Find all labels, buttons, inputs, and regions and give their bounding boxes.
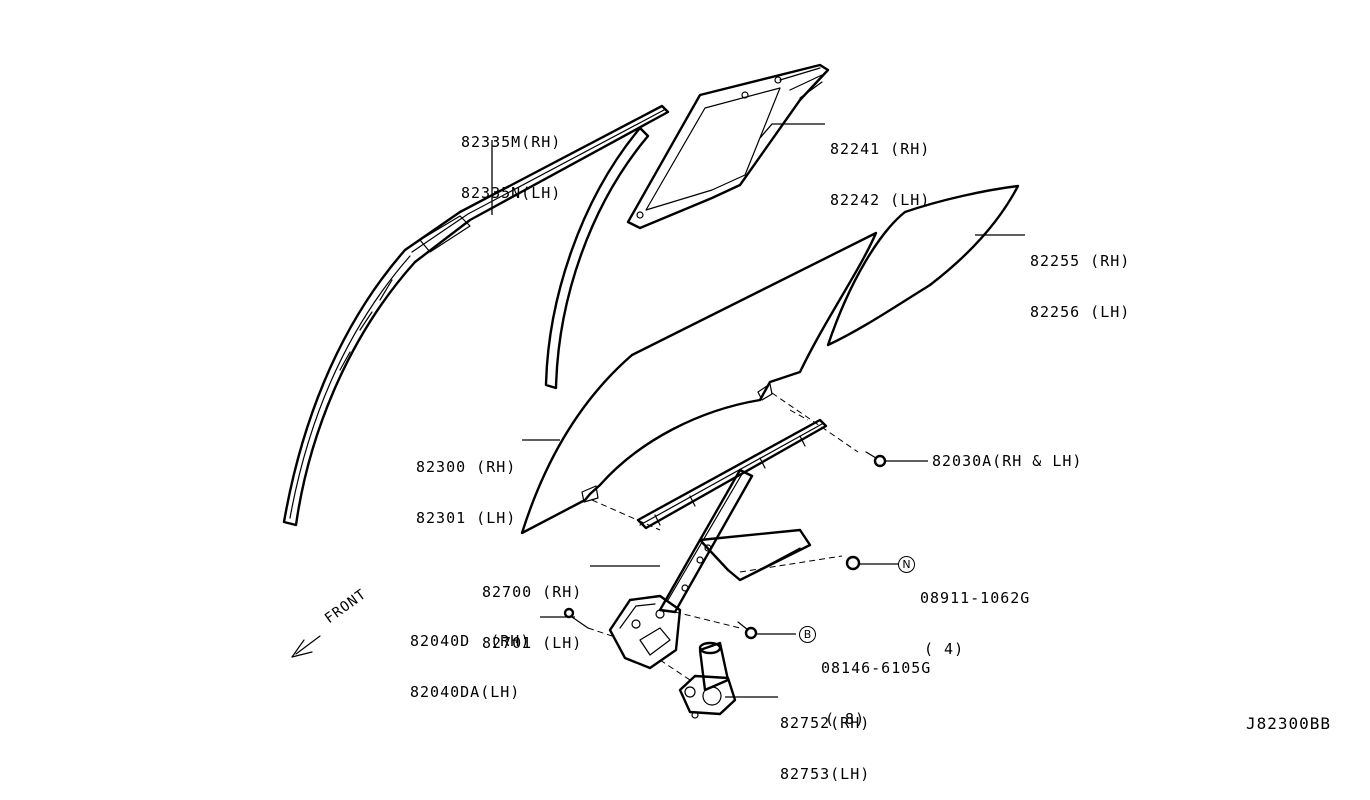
bolt-08146-part (737, 621, 758, 640)
nut-08911-part (845, 555, 861, 571)
part-number-lh: 82753(LH) (780, 765, 871, 783)
part-number-rh: 82752(RH) (780, 714, 871, 732)
part-number-lh: 82335N(LH) (461, 184, 562, 202)
bolt-82030a-part (865, 451, 887, 468)
part-number-rh: 82700 (RH) (482, 583, 583, 601)
label-regulator-base: 82040D (RH) 82040DA(LH) (410, 599, 530, 718)
diagram-drawing (282, 63, 1025, 719)
part-number-lh: 82701 (LH) (482, 634, 583, 652)
part-number-rh: 82241 (RH) (830, 140, 931, 158)
part-number-rh: 82335M(RH) (461, 133, 562, 151)
label-rear-quarter-glass: 82255 (RH) 82256 (LH) (1030, 219, 1130, 338)
bolt-marker-icon: B (799, 626, 816, 643)
sash-weatherstrip-part (282, 104, 670, 527)
label-corner-sash: 82241 (RH) 82242 (LH) (830, 107, 930, 226)
label-sash-weatherstrip: 82335M(RH) 82335N(LH) (461, 100, 561, 219)
label-regulator: 82700 (RH) 82701 (LH) (482, 550, 582, 669)
part-number-lh: 82301 (LH) (416, 509, 517, 527)
part-number-rh: 82300 (RH) (416, 458, 517, 476)
quantity: ( 8) (825, 710, 866, 728)
label-motor: 82752(RH) 82753(LH) (780, 681, 870, 800)
parts-diagram: 82335M(RH) 82335N(LH) 82241 (RH) 82242 (… (282, 63, 1332, 783)
quantity: ( 4) (924, 640, 965, 658)
window-regulator-part (636, 418, 828, 614)
rear-quarter-glass-part (826, 184, 1020, 347)
front-arrow-icon (291, 635, 321, 658)
part-number-lh: 82256 (LH) (1030, 303, 1131, 321)
part-number-lh: 82242 (LH) (830, 191, 931, 209)
label-door-glass: 82300 (RH) 82301 (LH) (416, 425, 516, 544)
door-glass-part (520, 231, 878, 535)
label-nut: 08911-1062G ( 4) (920, 556, 1030, 675)
part-number: 08146-6105G (821, 659, 932, 677)
regulator-motor-part (678, 641, 737, 719)
regulator-base-part (608, 594, 682, 670)
part-number-lh: 82040DA(LH) (410, 683, 521, 701)
label-bolt-08146: 08146-6105G ( 8) (821, 626, 931, 745)
rear-channel-part (544, 126, 650, 390)
part-number-rh: 82040D (RH) (410, 632, 531, 650)
corner-sash-part (626, 63, 830, 230)
part-number-rh: 82255 (RH) (1030, 252, 1131, 270)
label-bolt-82030a: 82030A(RH & LH) (932, 452, 1083, 470)
nut-marker-icon: N (898, 556, 915, 573)
diagram-code: J82300BB (1246, 714, 1332, 733)
part-number: 08911-1062G (920, 589, 1031, 607)
